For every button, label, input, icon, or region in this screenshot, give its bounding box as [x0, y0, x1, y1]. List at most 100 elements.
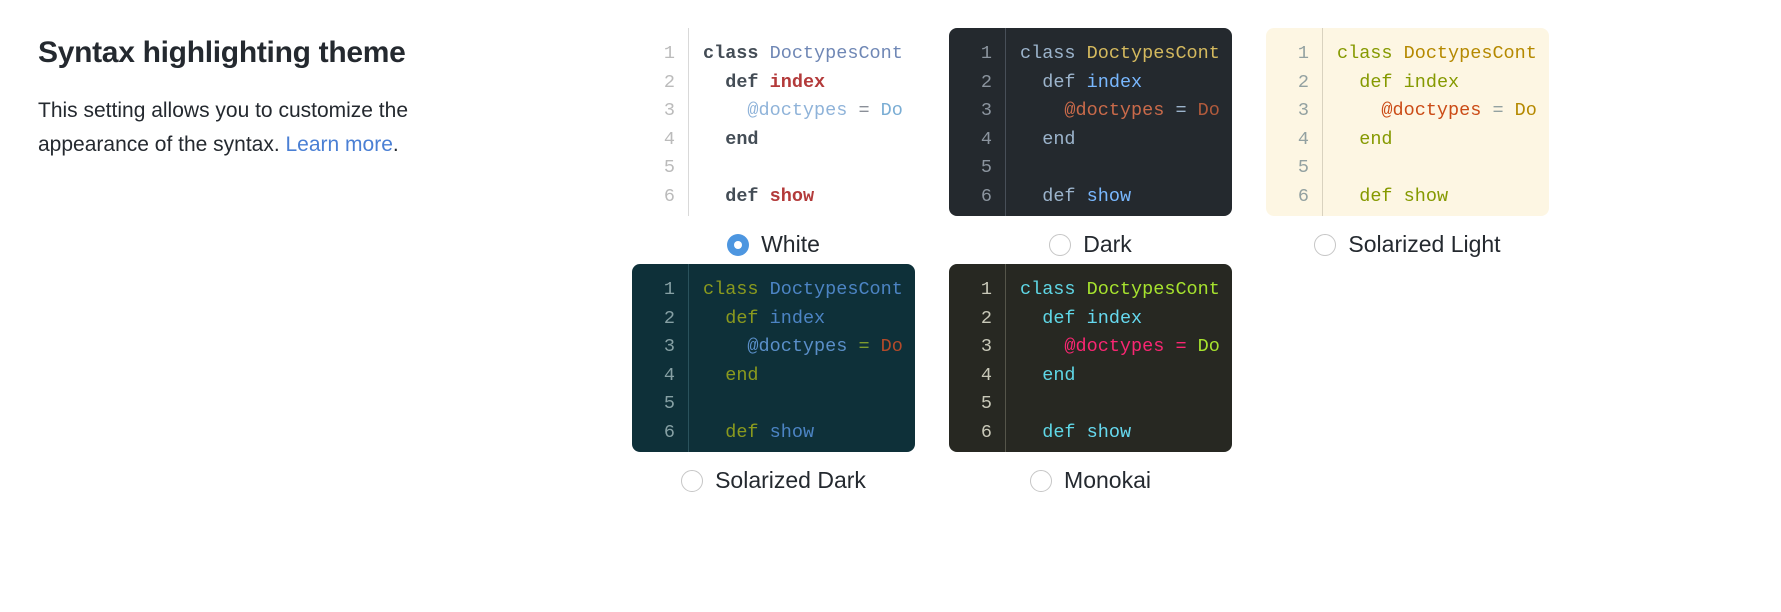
code-line — [1020, 390, 1232, 419]
setting-description: This setting allows you to customize the… — [38, 94, 508, 162]
code-token-ivar: @doctypes — [747, 100, 848, 122]
code-line — [1020, 154, 1232, 183]
code-token-fn: show — [769, 421, 815, 443]
code-line: class DoctypesCont — [1020, 40, 1232, 69]
setting-info-column: Syntax highlighting theme This setting a… — [38, 34, 558, 162]
line-number: 3 — [663, 100, 675, 122]
code-line: def index — [703, 69, 915, 98]
theme-radio-row-sollight[interactable]: Solarized Light — [1314, 231, 1501, 257]
code-area: class DoctypesCont def index @doctypes =… — [688, 28, 915, 216]
description-text: This setting allows you to customize the… — [38, 98, 409, 156]
learn-more-link[interactable]: Learn more — [285, 132, 393, 156]
radio-button-sollight[interactable] — [1314, 233, 1337, 256]
code-token-fn: index — [1403, 71, 1460, 93]
code-token-kw: def — [1042, 307, 1076, 329]
code-token-sp1 — [1076, 186, 1087, 207]
code-token-indent — [1020, 365, 1042, 386]
code-token-sp1 — [1076, 279, 1087, 300]
line-number: 1 — [980, 43, 992, 64]
code-line: def index — [1337, 69, 1549, 98]
line-number: 6 — [980, 185, 992, 207]
line-number: 3 — [663, 336, 675, 358]
code-token-op: = — [1164, 336, 1198, 358]
radio-button-monokai[interactable] — [1030, 469, 1053, 492]
radio-label-white[interactable]: White — [761, 231, 820, 257]
theme-radio-row-white[interactable]: White — [727, 233, 820, 256]
code-token-op: = — [1164, 100, 1198, 122]
line-number: 4 — [980, 364, 992, 386]
code-token-kw: class — [703, 43, 759, 64]
radio-label-dark[interactable]: Dark — [1083, 231, 1132, 257]
code-token-kw: def — [725, 71, 759, 93]
line-number: 6 — [663, 185, 675, 207]
code-token-kw: class — [1020, 279, 1076, 300]
line-number: 5 — [663, 157, 675, 179]
code-token-kw: end — [725, 128, 759, 150]
line-number: 6 — [663, 421, 675, 443]
radio-label-sollight[interactable]: Solarized Light — [1348, 231, 1501, 257]
code-token-op: = — [847, 336, 881, 358]
code-token-indent — [703, 72, 725, 93]
code-token-mod: Do — [880, 336, 903, 358]
code-line: def index — [1020, 69, 1232, 98]
radio-button-dark[interactable] — [1049, 233, 1072, 256]
code-token-op: = — [1481, 100, 1515, 122]
code-token-sp1 — [1393, 186, 1404, 207]
code-token-indent — [1020, 186, 1042, 207]
line-number: 6 — [1297, 185, 1309, 207]
code-token-sp1 — [759, 43, 770, 64]
code-line: class DoctypesCont — [703, 276, 915, 305]
code-token-kw: def — [1042, 185, 1076, 207]
theme-radio-row-monokai[interactable]: Monokai — [1030, 469, 1151, 492]
code-token-indent — [703, 422, 725, 443]
code-token-kw: class — [703, 279, 759, 300]
code-line: def index — [1020, 305, 1232, 334]
radio-label-monokai[interactable]: Monokai — [1064, 467, 1151, 493]
line-number: 5 — [1297, 157, 1309, 179]
code-token-mod: Do — [1197, 100, 1220, 122]
code-token-cls: DoctypesCont — [769, 279, 903, 300]
code-token-indent — [1020, 336, 1064, 357]
radio-button-soldark[interactable] — [681, 469, 704, 492]
code-line: end — [1337, 126, 1549, 155]
radio-button-white[interactable] — [727, 233, 750, 256]
code-token-sp1 — [1076, 308, 1087, 329]
radio-label-soldark[interactable]: Solarized Dark — [715, 467, 866, 493]
code-token-ivar: @doctypes — [1064, 336, 1165, 358]
theme-radio-row-dark[interactable]: Dark — [1049, 233, 1132, 256]
line-number: 2 — [1297, 71, 1309, 93]
code-token-kw: def — [725, 307, 759, 329]
code-token-indent — [703, 129, 725, 150]
code-line: end — [703, 126, 915, 155]
theme-radio-row-soldark[interactable]: Solarized Dark — [681, 469, 866, 492]
code-token-indent — [703, 308, 725, 329]
line-number: 6 — [980, 421, 992, 443]
code-token-cls: DoctypesCont — [1086, 279, 1220, 300]
page-title: Syntax highlighting theme — [38, 36, 406, 69]
line-number: 5 — [980, 393, 992, 415]
code-token-sp1 — [759, 422, 770, 443]
code-area: class DoctypesCont def index @doctypes =… — [1005, 28, 1232, 216]
line-number: 4 — [980, 128, 992, 150]
code-line: @doctypes = Do — [1337, 97, 1549, 126]
code-line: def index — [703, 305, 915, 334]
code-token-mod: Do — [1514, 100, 1537, 122]
code-token-kw: def — [1359, 71, 1393, 93]
line-number: 2 — [663, 307, 675, 329]
code-token-kw: end — [725, 364, 759, 386]
